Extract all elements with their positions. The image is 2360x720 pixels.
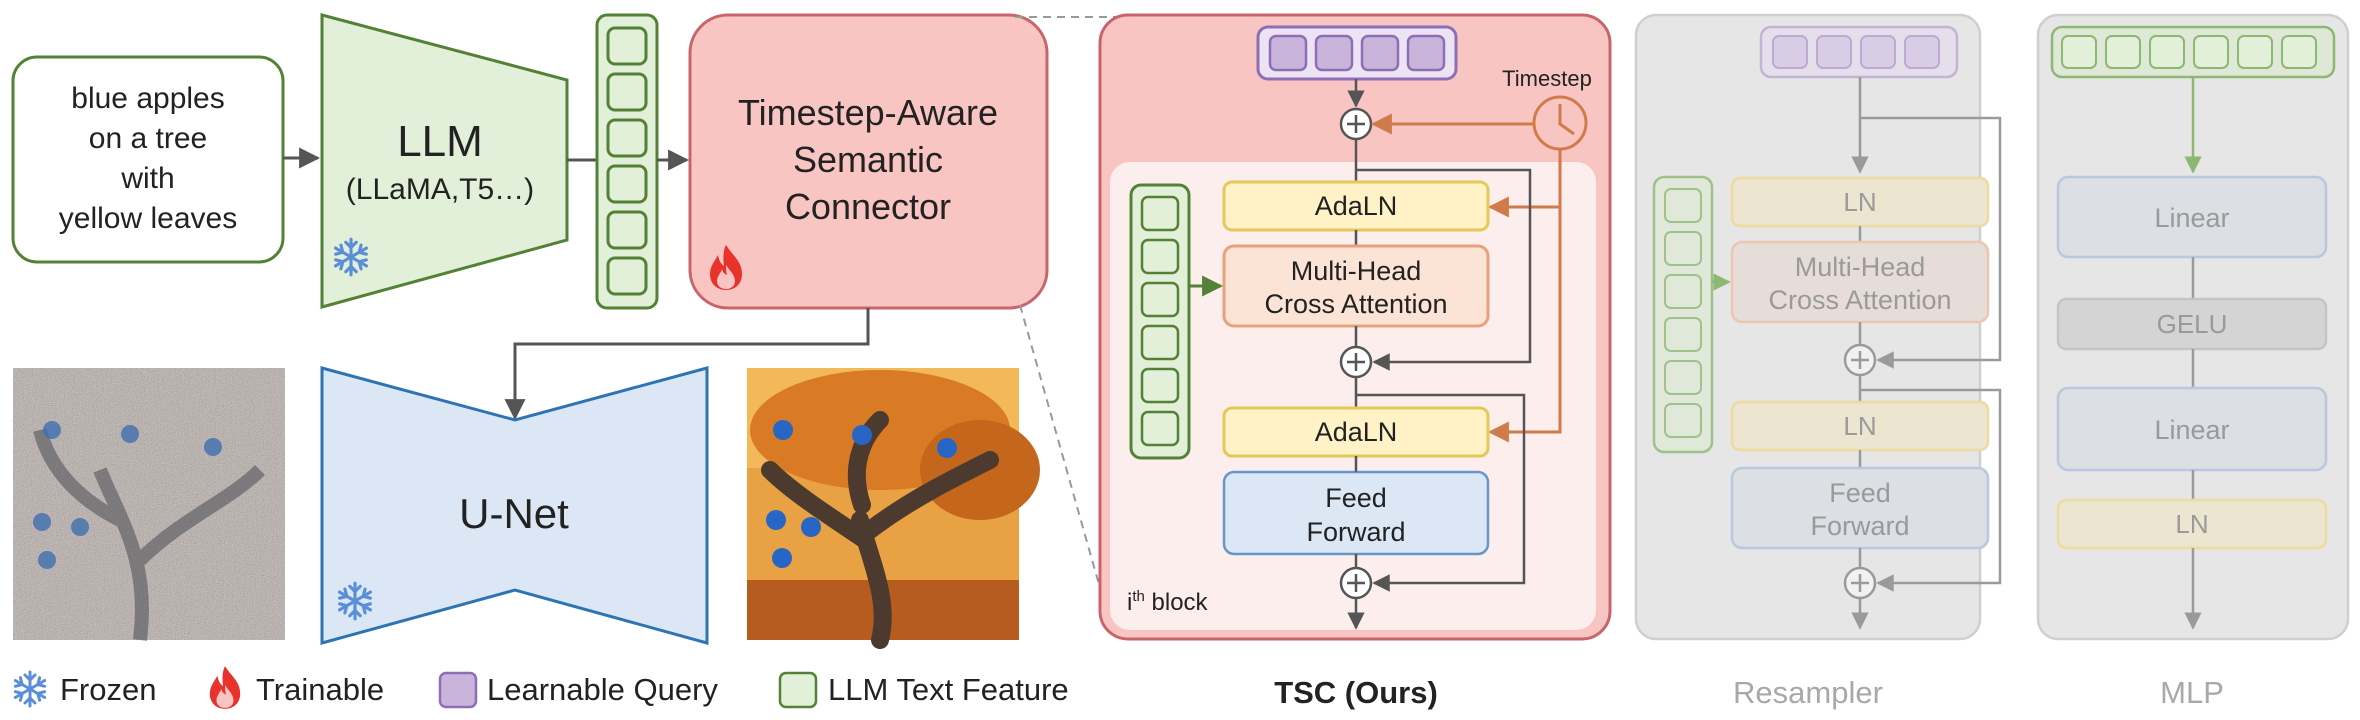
mlp-caption: MLP (2160, 675, 2224, 710)
mlp-gelu-label: GELU (2157, 309, 2228, 339)
resampler-panel: LN Multi-Head Cross Attention LN Feed Fo… (1634, 13, 2002, 641)
resampler-ln-1-label: LN (1843, 187, 1876, 217)
tsc-cross-attention-line-1: Multi-Head (1291, 256, 1422, 286)
mlp-linear-1-label: Linear (2154, 203, 2229, 233)
resampler-text-feature-column (1652, 175, 1714, 454)
text-prompt-box: blue apples on a tree with yellow leaves (11, 55, 285, 264)
snowflake-icon (13, 670, 47, 708)
llm-subtitle: (LLaMA,T5…) (346, 173, 534, 206)
tsc-caption: TSC (Ours) (1274, 675, 1438, 710)
arrow-connector-to-unet (504, 308, 870, 421)
tsc-adaln-2-label: AdaLN (1315, 417, 1398, 447)
resampler-feed-forward-line-1: Feed (1829, 478, 1891, 508)
legend-learnable-query: Learnable Query (487, 672, 718, 707)
mlp-linear-2-label: Linear (2154, 415, 2229, 445)
mlp-panel: Linear GELU Linear LN (2036, 13, 2350, 641)
tsc-feed-forward-line-2: Forward (1306, 517, 1405, 547)
connector-line-2: Semantic (793, 139, 943, 180)
tsc-cross-attention-line-2: Cross Attention (1264, 289, 1447, 319)
llm-module: LLM (LLaMA,T5…) (320, 13, 569, 309)
legend-llm-text-feature-swatch (778, 671, 818, 709)
connector-line-3: Connector (785, 186, 951, 227)
tsc-feed-forward-line-1: Feed (1325, 483, 1387, 513)
llm-text-feature-column (595, 13, 659, 310)
prompt-line-3: with (120, 162, 174, 195)
generated-image (747, 368, 1040, 649)
legend: Frozen Trainable Learnable Query LLM Tex… (13, 666, 1069, 709)
resampler-cross-attention-line-1: Multi-Head (1795, 252, 1926, 282)
tsc-timestep-label: Timestep (1502, 66, 1592, 91)
legend-learnable-query-swatch (438, 671, 478, 709)
prompt-line-2: on a tree (89, 122, 207, 155)
noisy-image (13, 368, 285, 641)
resampler-caption: Resampler (1733, 675, 1883, 710)
tsc-panel: Timestep AdaLN Multi-Head Cross Attentio… (1098, 13, 1612, 641)
resampler-ln-2-label: LN (1843, 411, 1876, 441)
prompt-line-1: blue apples (71, 82, 224, 115)
unet-module: U-Net (320, 366, 709, 645)
legend-frozen: Frozen (60, 672, 156, 707)
tsc-text-feature-column (1129, 183, 1191, 460)
connector-line-1: Timestep-Aware (738, 92, 998, 133)
legend-llm-text-feature: LLM Text Feature (828, 672, 1069, 707)
unet-label: U-Net (459, 490, 569, 537)
mlp-ln-label: LN (2175, 509, 2208, 539)
tsc-block-label: ith block (1127, 588, 1209, 616)
tsc-adaln-1-label: AdaLN (1315, 191, 1398, 221)
prompt-line-4: yellow leaves (59, 202, 237, 235)
fire-icon (209, 666, 241, 709)
timestep-aware-semantic-connector: Timestep-Aware Semantic Connector (688, 13, 1049, 310)
resampler-cross-attention-line-2: Cross Attention (1768, 285, 1951, 315)
llm-title: LLM (397, 117, 483, 166)
resampler-feed-forward-line-2: Forward (1810, 511, 1909, 541)
legend-trainable: Trainable (256, 672, 384, 707)
